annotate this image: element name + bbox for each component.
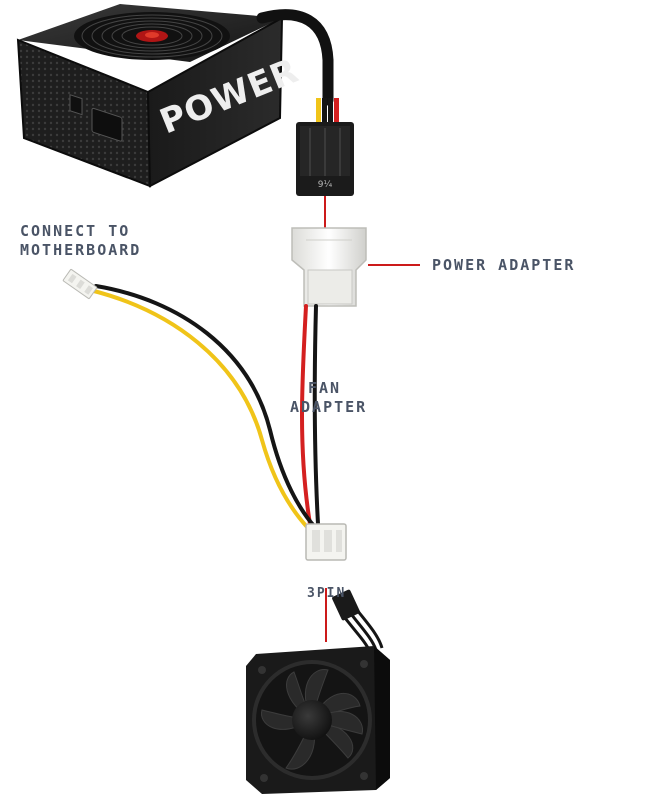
fan-adapter-3pin-connector <box>305 523 347 561</box>
cooling-fan-icon <box>246 589 390 794</box>
label-fan-line-1: FAN <box>308 379 342 397</box>
pointer-lines <box>324 196 420 642</box>
label-fan-line-2: ADAPTER <box>290 398 368 416</box>
power-supply-icon <box>16 4 354 196</box>
molex-connector-icon <box>291 227 367 307</box>
label-fan-adapter: FAN ADAPTER <box>290 379 367 417</box>
adapter-wires <box>88 284 320 530</box>
connector-mark: 9¼ <box>318 180 333 190</box>
motherboard-3pin-connector <box>62 268 98 300</box>
label-3pin: 3PIN <box>307 586 347 601</box>
label-connect-line-2: MOTHERBOARD <box>20 241 142 259</box>
label-power-adapter: POWER ADAPTER <box>432 256 576 274</box>
label-connect-to-motherboard: CONNECT TO MOTHERBOARD <box>20 222 141 260</box>
label-connect-line-1: CONNECT TO <box>20 222 131 240</box>
